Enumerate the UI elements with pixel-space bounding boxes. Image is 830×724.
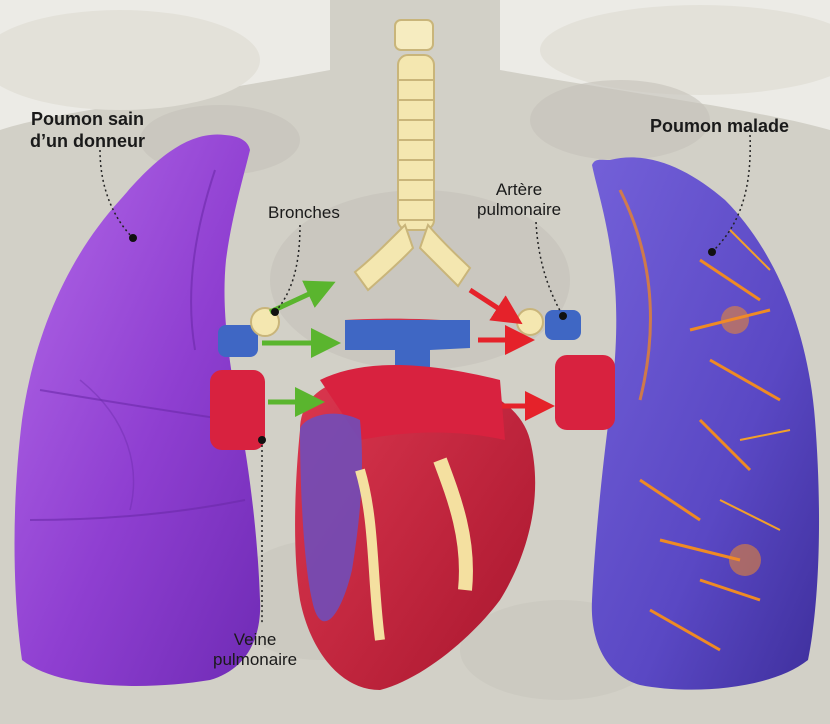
label-diseased-lung: Poumon malade (650, 115, 789, 137)
label-bronches: Bronches (268, 203, 340, 223)
label-veine-pulmonaire: Veine pulmonaire (213, 630, 297, 670)
label-healthy-lung: Poumon sain d’un donneur (30, 108, 145, 152)
label-artere-pulmonaire: Artère pulmonaire (477, 180, 561, 220)
